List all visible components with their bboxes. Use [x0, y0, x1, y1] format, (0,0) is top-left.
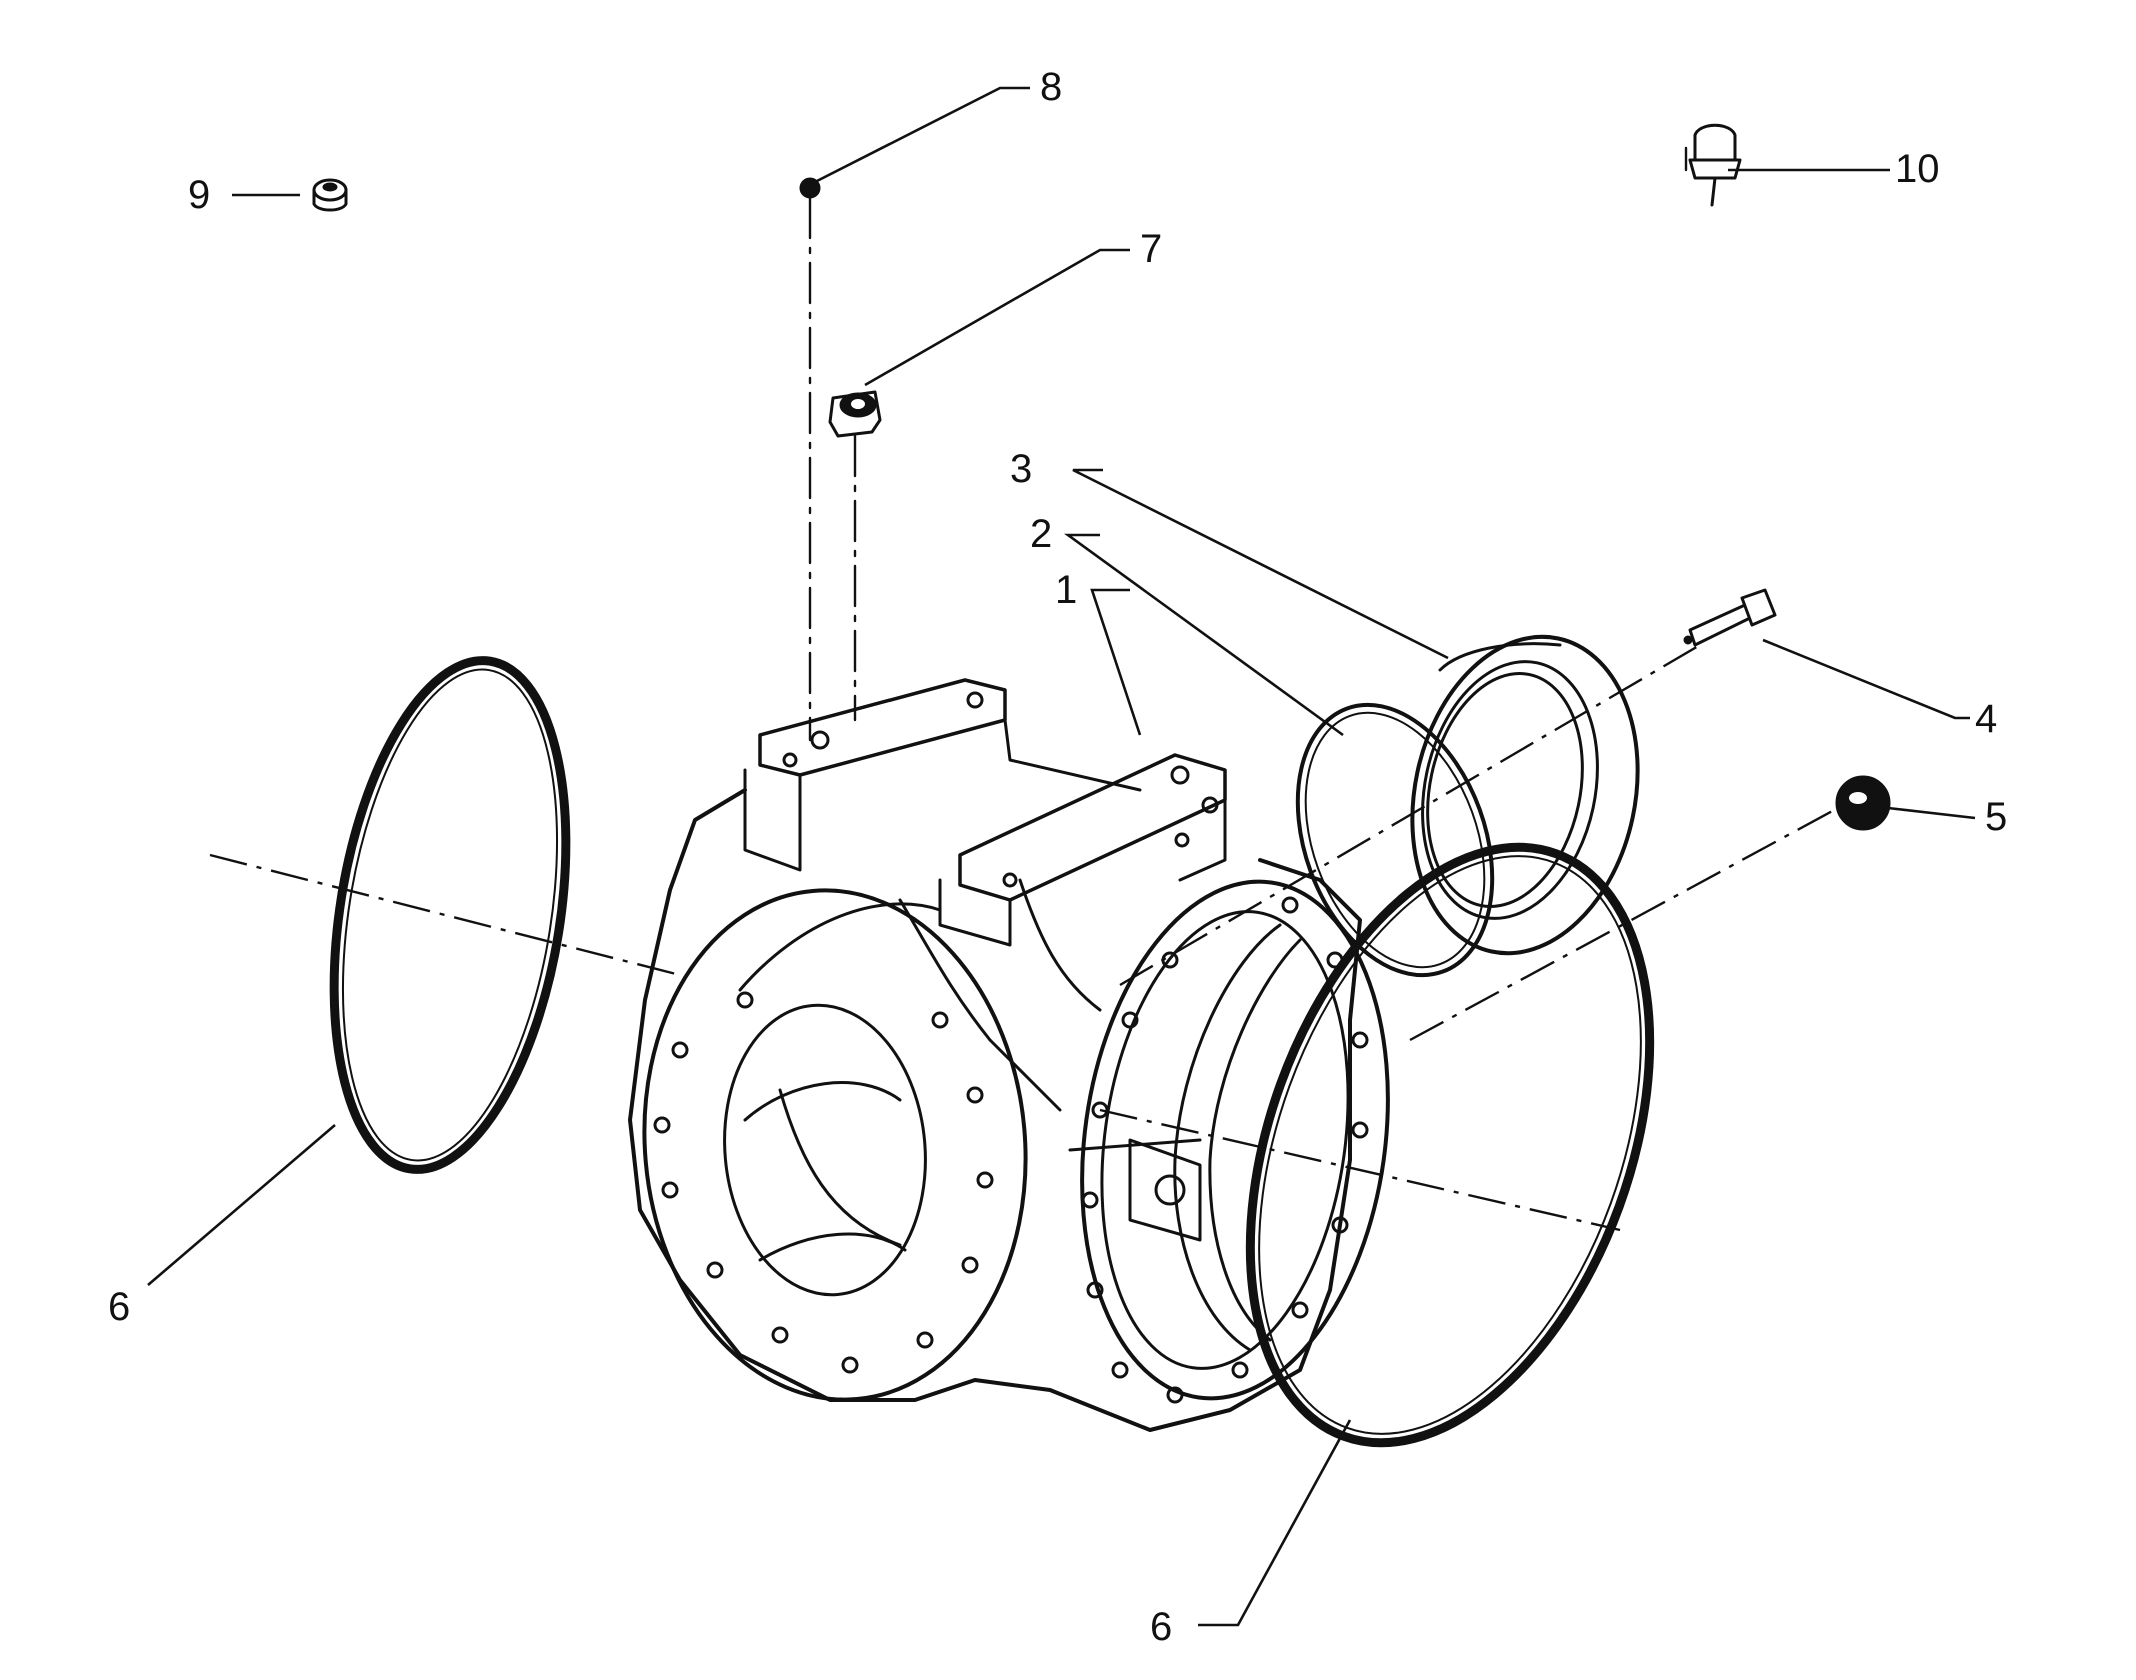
- plug-part: [828, 390, 882, 722]
- bolt-part: [1683, 588, 1777, 647]
- callout-2: 2: [1030, 512, 1052, 556]
- nut-part: [312, 178, 348, 212]
- callout-3: 3: [1010, 447, 1032, 491]
- snap-ring-part: [1295, 702, 1495, 978]
- callout-9: 9: [188, 173, 210, 217]
- callout-1: 1: [1055, 568, 1077, 612]
- axle-housing: [628, 678, 1390, 1432]
- callout-4: 4: [1975, 697, 1997, 741]
- axis-line-right: [1099, 1108, 1621, 1232]
- callout-6-right: 6: [1150, 1605, 1172, 1649]
- sensor-part: [1684, 123, 1742, 207]
- leader-lines: [147, 86, 1976, 1627]
- callout-6-left: 6: [108, 1285, 130, 1329]
- o-ring-left: [329, 656, 571, 1174]
- callout-5: 5: [1985, 795, 2007, 839]
- left-flange-bolt-holes: [653, 991, 994, 1374]
- breather-part: [799, 177, 821, 742]
- callout-8: 8: [1040, 65, 1062, 109]
- axis-line-left: [209, 853, 681, 977]
- drain-plug-part: [1409, 775, 1891, 1042]
- callout-10: 10: [1895, 147, 1940, 191]
- callout-7: 7: [1140, 227, 1162, 271]
- seal-ring-part: [1410, 634, 1640, 956]
- axis-line-center: [1119, 643, 1701, 987]
